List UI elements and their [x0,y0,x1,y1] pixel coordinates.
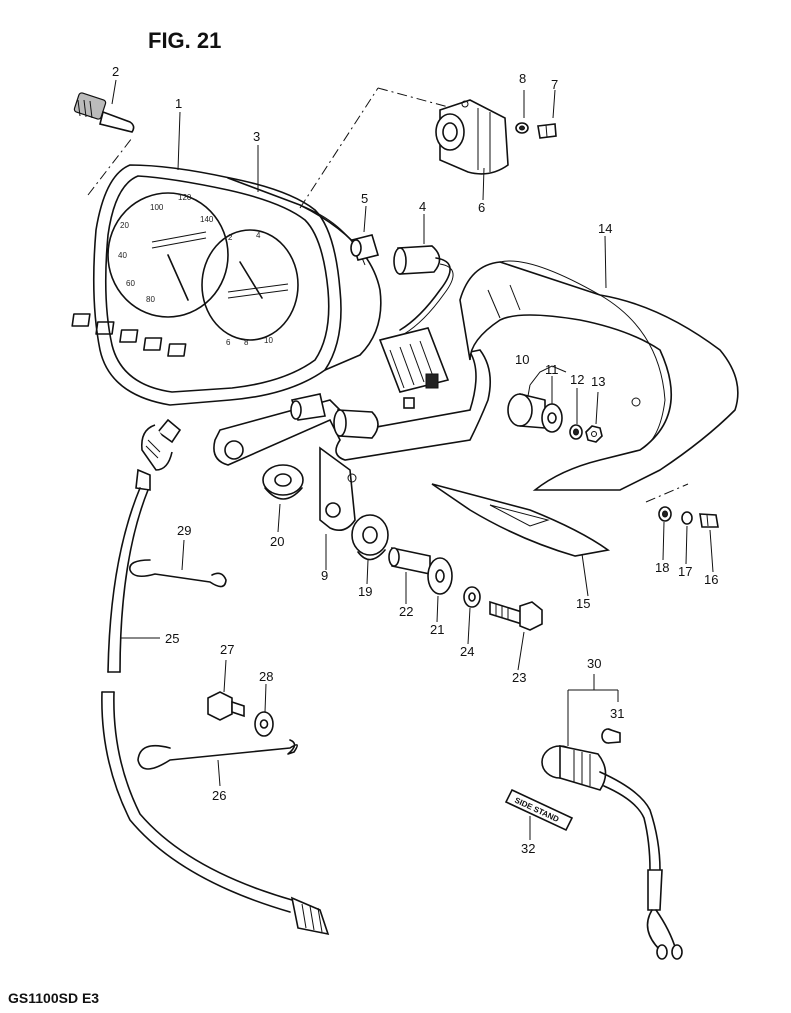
label-17: 17 [678,564,692,579]
part-20-grommet [262,464,304,500]
label-2: 2 [112,64,119,79]
label-24: 24 [460,644,474,659]
part-29-clip [129,559,227,588]
label-30: 30 [587,656,601,671]
figure-title: FIG. 21 [148,28,221,53]
part-23-bolt [489,600,543,631]
part-14-meter-cover [459,260,739,491]
tacho-mark-2: 2 [228,233,233,242]
part-31-bulb [601,728,621,744]
part-19-grommet [351,514,389,561]
part-4-socket [393,245,454,335]
speedo-mark-100: 100 [150,203,164,212]
part-25-speedometer-cable [101,418,330,936]
label-26: 26 [212,788,226,803]
label-3: 3 [253,129,260,144]
speedo-mark-120: 120 [178,193,192,202]
speedo-mark-140: 140 [200,215,214,224]
label-28: 28 [259,669,273,684]
part-30-side-stand-switch [541,745,683,960]
part-6-sensor-housing [435,99,509,175]
label-10: 10 [515,352,529,367]
part-17-washer [681,511,693,525]
part-1-meter-assembly: 20 40 60 80 100 120 140 2 4 6 8 10 [71,164,382,406]
label-14: 14 [598,221,612,236]
label-31: 31 [610,706,624,721]
part-16-screw [699,513,719,528]
part-9-bracket [213,349,491,531]
label-25: 25 [165,631,179,646]
wiring-connector [378,327,450,409]
part-24-washer [463,586,481,608]
label-4: 4 [419,199,426,214]
part-28-washer [254,711,274,737]
part-2-cable-fitting [73,92,135,133]
label-13: 13 [591,374,605,389]
label-22: 22 [399,604,413,619]
part-13-nut [585,425,603,443]
label-21: 21 [430,622,444,637]
label-20: 20 [270,534,284,549]
label-11: 11 [545,362,559,377]
label-8: 8 [519,71,526,86]
part-5-bulb [350,234,380,261]
label-18: 18 [655,560,669,575]
tacho-mark-6: 6 [226,338,231,347]
label-27: 27 [220,642,234,657]
part-27-bolt [207,691,245,721]
tacho-mark-8: 8 [244,338,249,347]
label-19: 19 [358,584,372,599]
label-29: 29 [177,523,191,538]
part-18-washer [658,506,672,522]
label-1: 1 [175,96,182,111]
part-12-washer [569,424,583,440]
label-23: 23 [512,670,526,685]
part-10-damper [507,393,546,429]
label-7: 7 [551,77,558,92]
label-16: 16 [704,572,718,587]
part-7-screw [537,123,557,139]
speedo-mark-20: 20 [120,221,129,230]
label-12: 12 [570,372,584,387]
lower-bulb-socket [290,393,379,439]
speedo-mark-40: 40 [118,251,127,260]
part-22-collar [388,547,431,575]
tacho-mark-10: 10 [264,336,273,345]
speedo-mark-80: 80 [146,295,155,304]
part-11-washer [541,403,563,433]
label-32: 32 [521,841,535,856]
model-code: GS1100SD E3 [8,990,99,1006]
part-26-clip [137,739,298,770]
part-15-plate [431,483,611,557]
label-6: 6 [478,200,485,215]
label-9: 9 [321,568,328,583]
tacho-mark-4: 4 [256,231,261,240]
part-21-washer [427,557,453,595]
part-32-side-stand-badge: SIDE STAND [504,788,574,832]
label-15: 15 [576,596,590,611]
part-8-washer [515,122,529,134]
speedo-mark-60: 60 [126,279,135,288]
label-5: 5 [361,191,368,206]
